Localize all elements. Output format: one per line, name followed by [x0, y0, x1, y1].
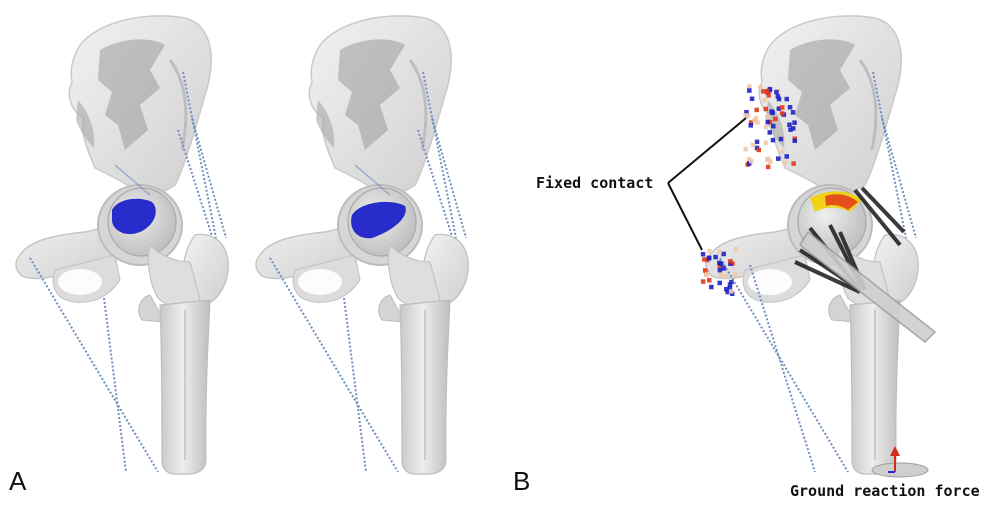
contact-marker [785, 97, 790, 102]
contact-marker [780, 105, 785, 110]
contact-marker [707, 256, 712, 261]
contact-marker [777, 97, 782, 102]
contact-marker [728, 259, 733, 264]
contact-marker [743, 147, 748, 152]
model-b [706, 16, 935, 477]
contact-marker [791, 110, 796, 115]
contact-marker [785, 154, 790, 159]
model-a1 [16, 16, 228, 474]
fixed-contact-label: Fixed contact [536, 174, 653, 192]
contact-marker [709, 285, 714, 290]
panel-b-label: B [513, 466, 530, 497]
contact-marker [774, 90, 779, 95]
contact-marker [758, 85, 763, 90]
contact-marker [765, 158, 770, 163]
contact-marker [757, 148, 762, 153]
contact-marker [766, 120, 771, 125]
contact-marker [771, 124, 776, 128]
contact-marker [765, 115, 770, 120]
contact-marker [747, 84, 752, 89]
panel-a-label: A [9, 466, 26, 497]
contact-marker [768, 130, 773, 135]
contact-marker [717, 261, 722, 266]
contact-marker [769, 109, 774, 114]
ground-plate [872, 463, 928, 477]
contact-marker [766, 165, 771, 170]
contact-marker [751, 143, 756, 148]
contact-marker [762, 98, 767, 103]
contact-marker [791, 126, 796, 131]
contact-marker [764, 107, 769, 112]
contact-marker [721, 252, 726, 257]
contact-marker [773, 117, 778, 122]
contact-marker [782, 160, 787, 165]
contact-marker [729, 289, 734, 294]
contact-marker [765, 89, 770, 94]
contact-marker [793, 139, 798, 144]
contact-marker [707, 278, 712, 283]
contact-marker [750, 97, 755, 102]
contact-marker [702, 257, 707, 262]
contact-marker [718, 281, 723, 286]
contact-marker [749, 123, 754, 128]
contact-marker [729, 280, 734, 285]
contact-marker [780, 111, 785, 116]
fixed-contact-leaders [668, 118, 746, 250]
contact-marker [718, 268, 723, 273]
contact-marker [755, 108, 760, 113]
contact-marker [719, 273, 724, 278]
contact-marker [701, 279, 706, 284]
contact-marker [771, 138, 776, 143]
contact-marker [707, 249, 712, 254]
contact-marker [761, 89, 766, 94]
contact-marker [734, 247, 739, 252]
contact-marker [718, 249, 723, 254]
contact-marker [764, 140, 769, 145]
contact-marker [701, 252, 706, 257]
contact-marker [788, 105, 793, 110]
contact-marker [781, 149, 786, 154]
contact-marker [754, 116, 759, 121]
model-a2 [256, 16, 468, 474]
contact-marker [749, 159, 754, 164]
contact-marker [792, 120, 797, 125]
contact-marker [755, 140, 760, 145]
contact-marker [779, 137, 784, 142]
contact-marker [791, 161, 796, 166]
contact-marker [767, 93, 772, 98]
contact-marker [724, 274, 729, 279]
contact-marker [705, 272, 710, 277]
contact-marker [733, 272, 738, 277]
contact-marker [776, 156, 781, 161]
contact-marker [724, 287, 729, 292]
contact-marker [746, 114, 751, 119]
contact-marker [764, 125, 769, 130]
ground-reaction-force-label: Ground reaction force [790, 482, 980, 500]
contact-marker [713, 255, 718, 259]
contact-marker [747, 88, 752, 93]
